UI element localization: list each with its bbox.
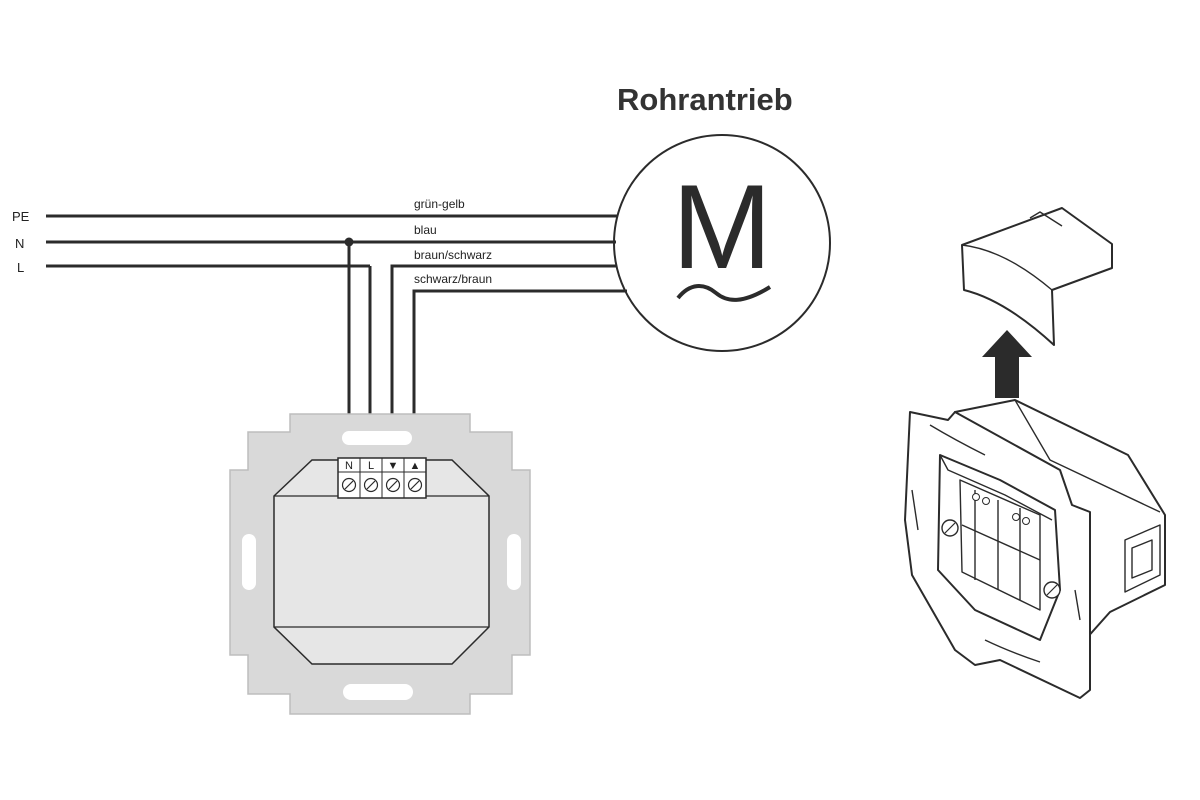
terminal-label-n: N [345, 460, 353, 472]
frame-slot-left [242, 534, 256, 590]
terminal-label-l: L [368, 460, 374, 472]
wire-label-blau: blau [414, 223, 437, 237]
cover-cap [961, 207, 1113, 346]
switch-insert-isometric [904, 399, 1166, 699]
frame-slot-bottom [343, 684, 413, 700]
line-label-l: L [17, 260, 24, 275]
wire-up [412, 289, 627, 460]
ac-tilde-icon [676, 284, 772, 302]
frame-slot-right [507, 534, 521, 590]
terminal-label-up: ▲ [410, 460, 421, 472]
wire-label-braun-schwarz: braun/schwarz [414, 248, 492, 262]
junction-dot [344, 237, 354, 247]
frame-slot-top [342, 431, 412, 445]
motor-letter: M [672, 160, 772, 294]
motor-title: Rohrantrieb [617, 82, 793, 117]
wire-label-gruen-gelb: grün-gelb [414, 197, 465, 211]
wire-label-schwarz-braun: schwarz/braun [414, 272, 492, 286]
wire-down [390, 264, 616, 460]
terminal-label-down: ▼ [388, 460, 399, 472]
line-label-pe: PE [12, 209, 30, 224]
motor-symbol: M [613, 134, 831, 352]
line-label-n: N [15, 236, 24, 251]
screw-terminal-icon [341, 477, 423, 493]
switch-insert-front: N L ▼ ▲ [229, 413, 531, 715]
arrow-up-icon [982, 330, 1032, 398]
